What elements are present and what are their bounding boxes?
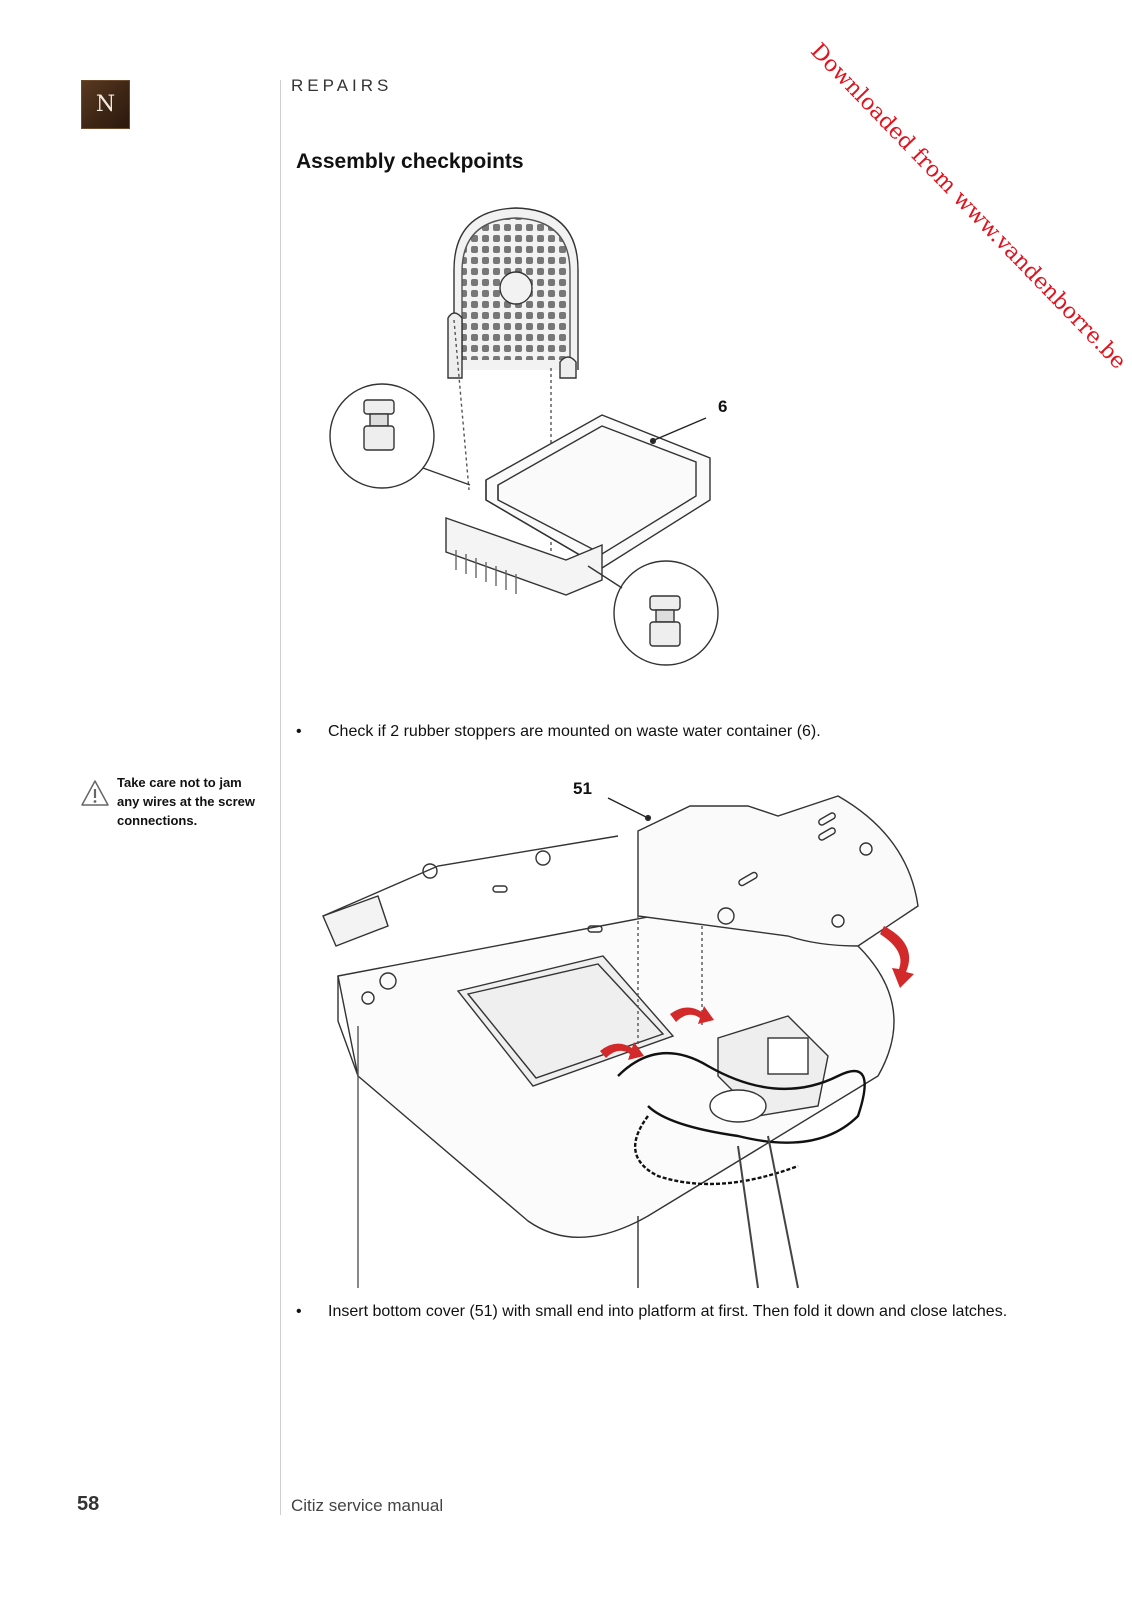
page-number: 58 xyxy=(77,1493,100,1515)
nespresso-logo: N xyxy=(81,80,130,129)
figure1-callout: 6 xyxy=(718,397,727,416)
caption2-bullet: • xyxy=(296,1303,302,1320)
figure2-callout: 51 xyxy=(573,779,592,798)
warning-icon xyxy=(81,780,109,806)
warning-text: Take care not to jam any wires at the sc… xyxy=(117,775,256,828)
caption1-text: Check if 2 rubber stoppers are mounted o… xyxy=(328,723,821,740)
page-title: Assembly checkpoints xyxy=(296,150,524,173)
caption-stoppers: • Check if 2 rubber stoppers are mounted… xyxy=(296,720,1016,746)
waste-container-figure: 6 xyxy=(326,200,740,695)
section-label: REPAIRS xyxy=(291,76,393,95)
footer-title: Citiz service manual xyxy=(291,1496,444,1515)
caption-bottom-cover: • Insert bottom cover (51) with small en… xyxy=(296,1300,1016,1352)
logo-letter: N xyxy=(95,92,116,117)
caption2-text: Insert bottom cover (51) with small end … xyxy=(328,1303,1008,1320)
download-watermark: Downloaded from www.vandenborre.be xyxy=(805,38,1131,375)
margin-divider xyxy=(280,80,281,1515)
warning-note: Take care not to jam any wires at the sc… xyxy=(80,773,265,833)
caption1-bullet: • xyxy=(296,723,302,740)
bottom-cover-figure: 51 xyxy=(318,776,922,1288)
